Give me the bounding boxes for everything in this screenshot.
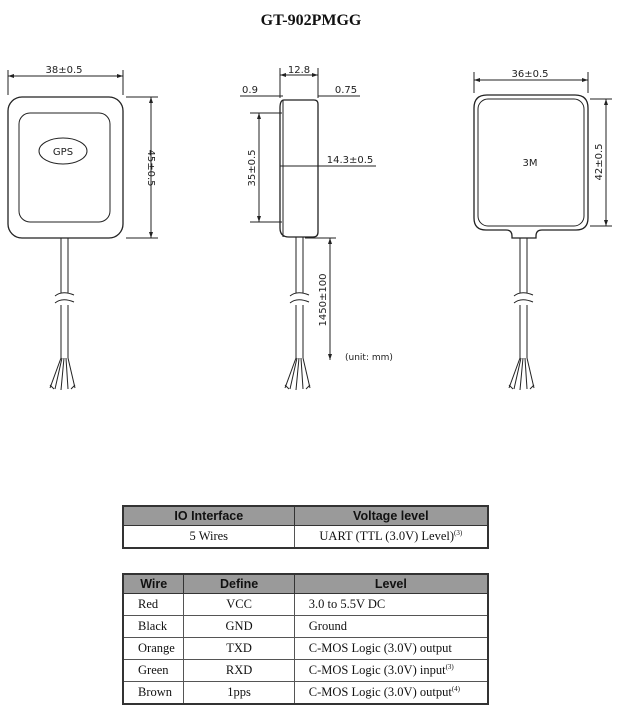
table-row: Brown 1pps C-MOS Logic (3.0V) output(4) xyxy=(122,681,489,705)
define-cell: RXD xyxy=(183,659,295,682)
level-cell: C-MOS Logic (3.0V) output(4) xyxy=(293,681,489,705)
front-view xyxy=(7,70,158,391)
side-mid-dim: 14.3±0.5 xyxy=(327,155,374,166)
document-title: GT-902PMGG xyxy=(260,12,362,29)
table-row: Red VCC 3.0 to 5.5V DC xyxy=(122,593,489,616)
table-row: 5 Wires UART (TTL (3.0V) Level)(3) xyxy=(122,525,489,549)
table-row: Green RXD C-MOS Logic (3.0V) input(3) xyxy=(122,659,489,682)
table-row: Orange TXD C-MOS Logic (3.0V) output xyxy=(122,637,489,660)
back-width-dim: 36±0.5 xyxy=(511,69,548,80)
table-row: Black GND Ground xyxy=(122,615,489,638)
side-top-dim: 12.8 xyxy=(288,65,310,76)
define-cell: GND xyxy=(183,615,295,638)
wire-cell: Brown xyxy=(122,681,185,705)
wire-cell: Black xyxy=(122,615,185,638)
wire-cell: Green xyxy=(122,659,185,682)
wire-definition-table: Wire Define Level Red VCC 3.0 to 5.5V DC… xyxy=(122,573,489,705)
side-left-dim: 0.9 xyxy=(242,85,258,96)
back-view xyxy=(473,72,612,391)
voltage-level-header: Voltage level xyxy=(293,505,489,526)
level-cell: 3.0 to 5.5V DC xyxy=(293,593,489,616)
io-interface-header: IO Interface xyxy=(122,505,295,526)
front-width-dim: 38±0.5 xyxy=(45,65,82,76)
define-cell: TXD xyxy=(183,637,295,660)
side-right-dim: 0.75 xyxy=(335,85,357,96)
cable-length-dim: 1450±100 xyxy=(318,274,329,327)
wire-cell: Orange xyxy=(122,637,185,660)
io-interface-table: IO Interface Voltage level 5 Wires UART … xyxy=(122,505,489,549)
define-header: Define xyxy=(183,573,295,594)
define-cell: VCC xyxy=(183,593,295,616)
voltage-level-cell: UART (TTL (3.0V) Level)(3) xyxy=(293,525,489,549)
io-interface-cell: 5 Wires xyxy=(122,525,295,549)
3m-label: 3M xyxy=(523,158,538,169)
level-cell: C-MOS Logic (3.0V) output xyxy=(293,637,489,660)
level-cell: C-MOS Logic (3.0V) input(3) xyxy=(293,659,489,682)
wire-cell: Red xyxy=(122,593,185,616)
gps-label: GPS xyxy=(53,147,73,158)
wire-header: Wire xyxy=(122,573,185,594)
level-header: Level xyxy=(293,573,489,594)
unit-note: (unit: mm) xyxy=(345,353,393,363)
define-cell: 1pps xyxy=(183,681,295,705)
mechanical-drawing: 38±0.5 45±0.5 GPS 12.8 0.9 0.75 35±0.5 1… xyxy=(7,65,612,391)
front-height-dim: 45±0.5 xyxy=(145,149,156,186)
back-height-dim: 42±0.5 xyxy=(594,143,605,180)
side-view xyxy=(240,68,376,391)
side-height-dim: 35±0.5 xyxy=(247,149,258,186)
level-cell: Ground xyxy=(293,615,489,638)
